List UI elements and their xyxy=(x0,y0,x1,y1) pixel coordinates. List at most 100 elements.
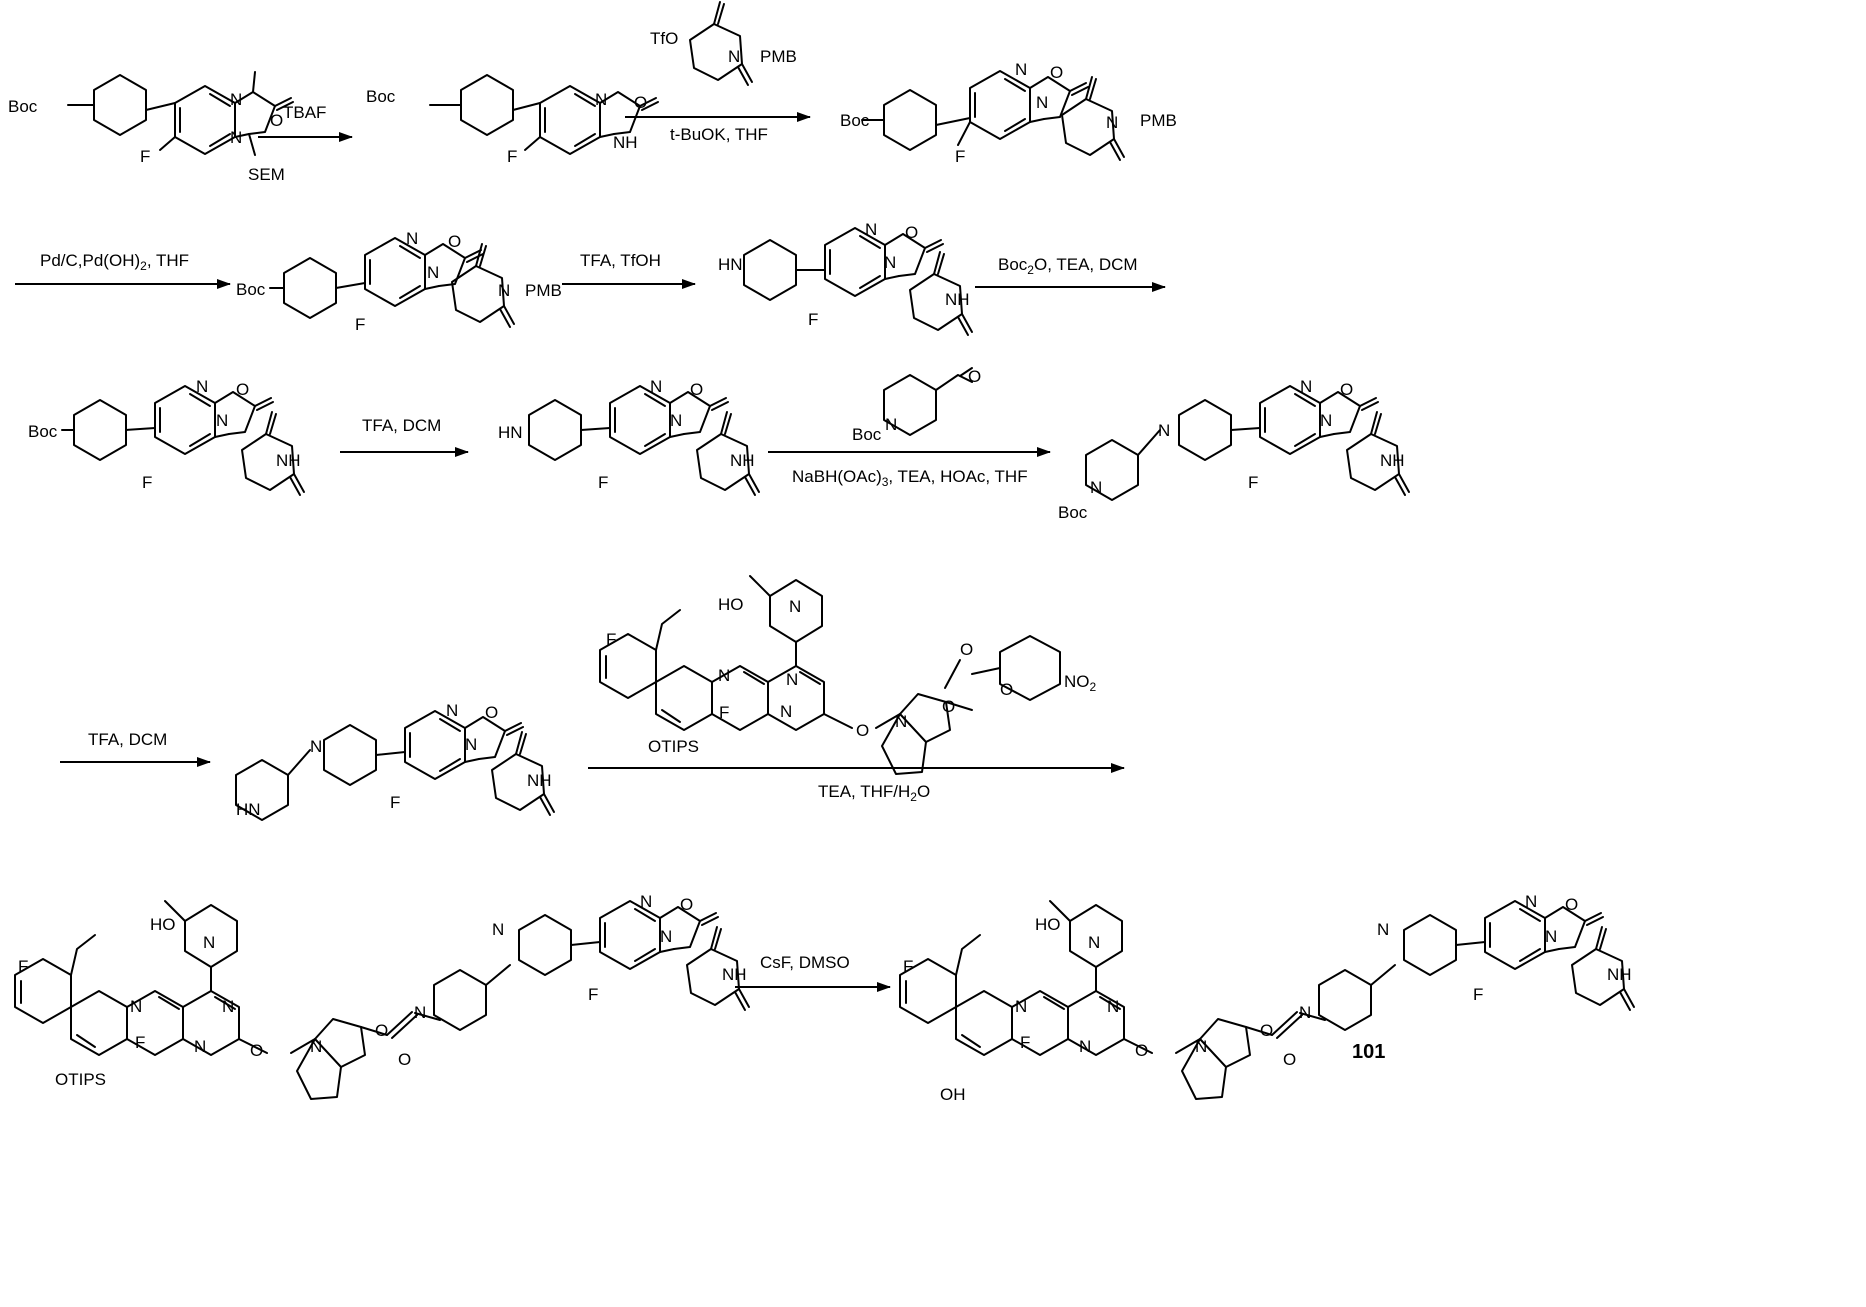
compound-4: Boc N O N N PMB F xyxy=(236,229,562,334)
svg-text:SEM: SEM xyxy=(248,165,285,184)
reagent-step-1: TBAF xyxy=(283,103,326,122)
svg-text:O: O xyxy=(1340,380,1353,399)
svg-text:N: N xyxy=(1107,997,1119,1016)
reagent-step-6: TFA, DCM xyxy=(362,416,441,435)
svg-text:N: N xyxy=(492,920,504,939)
arrow-step-2: TfO N PMB t-BuOK, THF xyxy=(625,2,810,144)
svg-text:N: N xyxy=(216,411,228,430)
svg-text:NH: NH xyxy=(613,133,638,152)
svg-text:N: N xyxy=(718,666,730,685)
svg-text:N: N xyxy=(1090,478,1102,497)
svg-text:O: O xyxy=(1260,1021,1273,1040)
compound-7: HN N O N NH F xyxy=(498,377,759,495)
svg-text:N: N xyxy=(130,997,142,1016)
svg-text:HN: HN xyxy=(718,255,743,274)
svg-text:N: N xyxy=(1545,927,1557,946)
svg-text:NH: NH xyxy=(1380,451,1405,470)
svg-text:F: F xyxy=(507,147,517,166)
svg-text:NH: NH xyxy=(1607,965,1632,984)
compound-101: F HO N N N N F O N O O N N N O N NH F OH… xyxy=(900,892,1634,1104)
svg-text:N: N xyxy=(230,90,242,109)
arrow-step-3: Pd/C,Pd(OH)2, THF xyxy=(15,251,230,284)
svg-text:Boc: Boc xyxy=(8,97,38,116)
compound-3: Boc N O N N PMB F xyxy=(840,60,1177,166)
reagent-step-3: Pd/C,Pd(OH)2, THF xyxy=(40,251,189,273)
svg-text:F: F xyxy=(1473,985,1483,1004)
compound-10: F HO N N N N F O N O O N N N O N NH F OT… xyxy=(15,892,749,1099)
svg-text:O: O xyxy=(1135,1041,1148,1060)
svg-text:N: N xyxy=(1036,93,1048,112)
arrow-step-10: CsF, DMSO xyxy=(735,953,890,987)
compound-5: HN N O N NH F xyxy=(718,220,972,335)
svg-text:N: N xyxy=(427,263,439,282)
svg-text:F: F xyxy=(18,957,28,976)
svg-text:N: N xyxy=(670,411,682,430)
svg-text:N: N xyxy=(414,1003,426,1022)
svg-text:PMB: PMB xyxy=(760,47,797,66)
svg-text:N: N xyxy=(895,712,907,731)
svg-text:O: O xyxy=(250,1041,263,1060)
svg-text:N: N xyxy=(230,128,242,147)
reagent-step-5: Boc2O, TEA, DCM xyxy=(998,255,1138,277)
svg-text:F: F xyxy=(142,473,152,492)
svg-text:F: F xyxy=(135,1033,145,1052)
svg-text:HN: HN xyxy=(498,423,523,442)
svg-text:N: N xyxy=(1320,411,1332,430)
svg-text:N: N xyxy=(728,47,740,66)
svg-text:O: O xyxy=(1000,680,1013,699)
reagent-step-10: CsF, DMSO xyxy=(760,953,850,972)
svg-text:N: N xyxy=(786,670,798,689)
svg-text:F: F xyxy=(1020,1033,1030,1052)
svg-text:NH: NH xyxy=(730,451,755,470)
svg-text:N: N xyxy=(1299,1003,1311,1022)
svg-text:N: N xyxy=(203,933,215,952)
svg-text:N: N xyxy=(1015,997,1027,1016)
svg-text:N: N xyxy=(885,415,897,434)
svg-text:N: N xyxy=(1158,421,1170,440)
svg-text:Boc: Boc xyxy=(236,280,266,299)
reagent-step-2: t-BuOK, THF xyxy=(670,125,768,144)
svg-text:N: N xyxy=(1300,377,1312,396)
svg-text:NH: NH xyxy=(945,290,970,309)
svg-text:Boc: Boc xyxy=(28,422,58,441)
svg-text:N: N xyxy=(196,377,208,396)
svg-text:O: O xyxy=(856,721,869,740)
svg-text:PMB: PMB xyxy=(1140,111,1177,130)
arrow-step-6: TFA, DCM xyxy=(340,416,468,452)
svg-text:F: F xyxy=(140,147,150,166)
svg-text:F: F xyxy=(719,703,729,722)
svg-text:F: F xyxy=(390,793,400,812)
svg-text:O: O xyxy=(1050,63,1063,82)
svg-text:N: N xyxy=(1015,60,1027,79)
reagent-step-7: NaBH(OAc)3, TEA, HOAc, THF xyxy=(792,467,1028,489)
svg-text:HO: HO xyxy=(1035,915,1061,934)
svg-text:NH: NH xyxy=(276,451,301,470)
svg-text:N: N xyxy=(310,1037,322,1056)
svg-text:N: N xyxy=(1106,113,1118,132)
svg-text:O: O xyxy=(690,380,703,399)
svg-text:N: N xyxy=(194,1037,206,1056)
compound-number-label: 101 xyxy=(1352,1041,1385,1063)
svg-text:O: O xyxy=(905,223,918,242)
svg-text:N: N xyxy=(660,927,672,946)
svg-text:N: N xyxy=(498,281,510,300)
svg-text:F: F xyxy=(355,315,365,334)
svg-text:O: O xyxy=(398,1050,411,1069)
reagent-step-4: TFA, TfOH xyxy=(580,251,661,270)
svg-text:O: O xyxy=(968,367,981,386)
svg-text:OH: OH xyxy=(940,1085,966,1104)
svg-text:N: N xyxy=(406,229,418,248)
compound-2: Boc N O NH F xyxy=(366,75,658,166)
svg-text:N: N xyxy=(222,997,234,1016)
svg-text:OTIPS: OTIPS xyxy=(55,1070,106,1089)
compound-9: N HN N O N NH F xyxy=(236,701,554,820)
svg-text:N: N xyxy=(884,253,896,272)
svg-text:O: O xyxy=(1565,895,1578,914)
svg-text:F: F xyxy=(598,473,608,492)
arrow-step-5: Boc2O, TEA, DCM xyxy=(975,255,1165,287)
svg-text:PMB: PMB xyxy=(525,281,562,300)
svg-text:TfO: TfO xyxy=(650,29,678,48)
svg-text:F: F xyxy=(606,630,616,649)
svg-text:OTIPS: OTIPS xyxy=(648,737,699,756)
arrow-step-7: N Boc O NaBH(OAc)3, TEA, HOAc, THF xyxy=(768,367,1050,489)
